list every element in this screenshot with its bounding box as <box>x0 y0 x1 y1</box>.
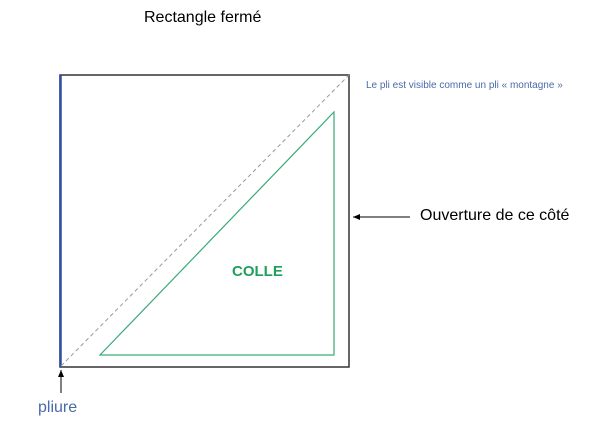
diagonal-fold-line <box>60 74 350 367</box>
opening-label: Ouverture de ce côté <box>420 207 570 224</box>
glue-label: COLLE <box>232 263 283 280</box>
fold-note: Le pli est visible comme un pli « montag… <box>366 80 563 91</box>
fold-label: pliure <box>38 399 78 416</box>
diagram-title: Rectangle fermé <box>144 9 262 26</box>
glue-triangle <box>98 110 335 356</box>
